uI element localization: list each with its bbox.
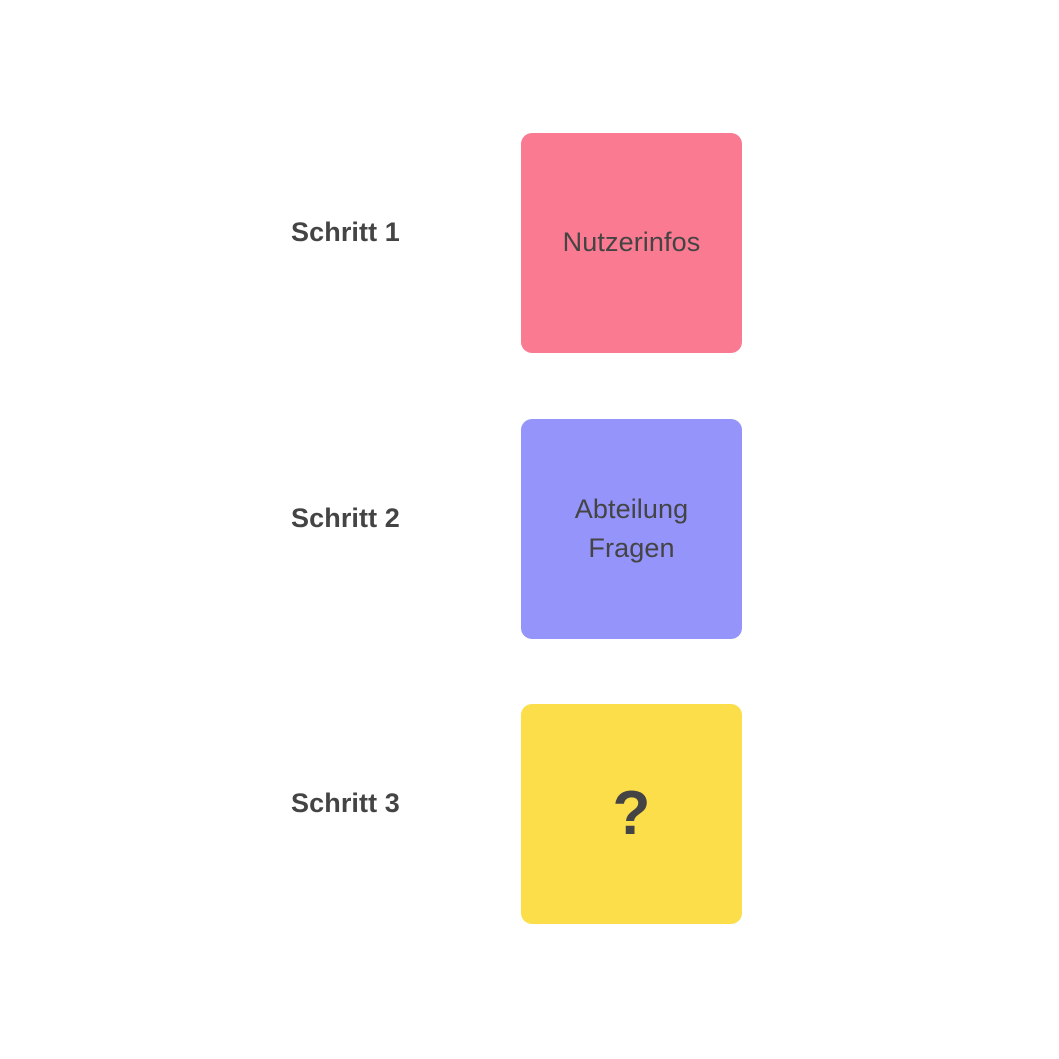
- step-row: Schritt 2 Abteilung Fragen: [0, 419, 1059, 639]
- step-card-2-line-1: Abteilung: [574, 493, 689, 524]
- step-label-1: Schritt 1: [291, 216, 400, 247]
- step-label-3: Schritt 3: [291, 787, 400, 818]
- step-row: Schritt 1 Nutzerinfos: [0, 133, 1059, 353]
- step-card-1-line-1: Nutzerinfos: [562, 227, 701, 258]
- step-row: Schritt 3 ?: [0, 704, 1059, 924]
- step-card-1[interactable]: Nutzerinfos: [521, 133, 742, 353]
- step-card-2-line-2: Fragen: [588, 533, 675, 563]
- step-card-2[interactable]: Abteilung Fragen: [521, 419, 742, 639]
- step-card-3[interactable]: ?: [521, 704, 742, 924]
- question-mark-icon: ?: [612, 779, 651, 848]
- step-label-2: Schritt 2: [291, 502, 400, 533]
